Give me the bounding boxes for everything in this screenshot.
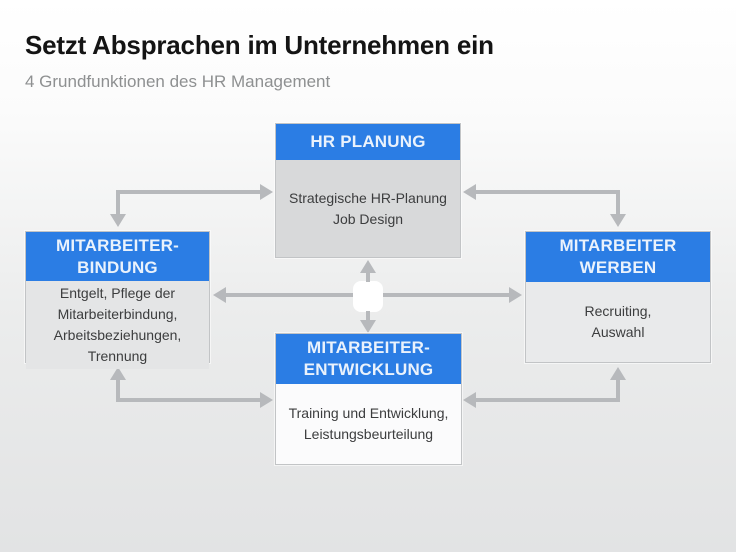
connector-planung-werben: [463, 184, 626, 227]
connector-planung-bindung: [110, 184, 273, 227]
connector-bindung-entwicklung: [110, 367, 273, 408]
box-mitarbeiter-bindung-title: MITARBEITER- BINDUNG: [26, 232, 209, 281]
box-mitarbeiter-bindung: MITARBEITER- BINDUNG Entgelt, Pflege der…: [25, 231, 210, 369]
connector-werben-entwicklung: [463, 367, 626, 408]
connector-cross-gap: [353, 281, 383, 312]
box-mitarbeiter-entwicklung-title: MITARBEITER- ENTWICKLUNG: [276, 334, 461, 384]
box-hr-planung-body: Strategische HR-Planung Job Design: [276, 160, 460, 257]
box-mitarbeiter-entwicklung: MITARBEITER- ENTWICKLUNG Training und En…: [275, 333, 462, 465]
box-mitarbeiter-bindung-body: Entgelt, Pflege der Mitarbeiterbindung, …: [26, 281, 209, 369]
box-hr-planung-title: HR PLANUNG: [276, 124, 460, 160]
box-mitarbeiter-werben-title: MITARBEITER WERBEN: [526, 232, 710, 282]
slide-title: Setzt Absprachen im Unternehmen ein: [25, 30, 494, 60]
box-mitarbeiter-werben-body: Recruiting, Auswahl: [526, 282, 710, 362]
slide-subtitle: 4 Grundfunktionen des HR Management: [25, 72, 331, 91]
box-mitarbeiter-entwicklung-body: Training und Entwicklung, Leistungsbeurt…: [276, 384, 461, 464]
box-mitarbeiter-werben: MITARBEITER WERBEN Recruiting, Auswahl: [525, 231, 711, 363]
box-hr-planung: HR PLANUNG Strategische HR-Planung Job D…: [275, 123, 461, 258]
